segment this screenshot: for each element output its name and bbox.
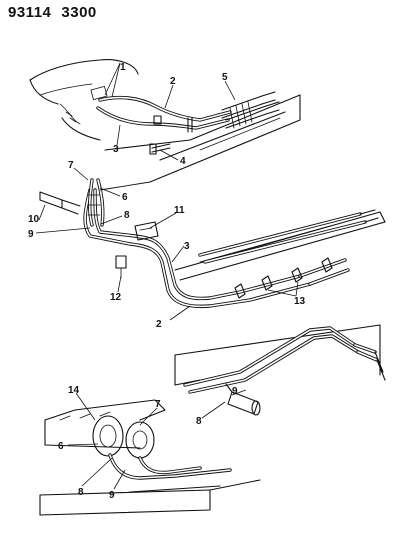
callout-5: 5	[222, 72, 228, 83]
callout-12: 12	[110, 292, 122, 303]
callout-14: 14	[68, 385, 80, 396]
engine-bay-floor-top	[104, 94, 301, 183]
clips-13	[234, 257, 333, 299]
callout-8-bottom: 8	[78, 487, 84, 498]
fuel-lines-top	[96, 95, 232, 133]
engine-block-bottom	[44, 399, 166, 449]
callout-8-lower: 8	[196, 416, 202, 427]
bolt-4	[149, 143, 171, 155]
callout-8-mid: 8	[124, 210, 130, 221]
callout-9-bottom: 9	[109, 490, 115, 501]
callout-13: 13	[294, 296, 306, 307]
engine-bay-floor-middle	[174, 211, 386, 281]
callout-1: 1	[120, 62, 126, 73]
bracket-11	[134, 221, 159, 241]
frame-rail-lower	[174, 324, 381, 386]
hoses-6-7	[87, 178, 105, 227]
fuel-pump-bottom	[92, 415, 155, 459]
callout-6-top: 6	[122, 192, 128, 203]
callout-9-mid: 9	[28, 229, 34, 240]
hoses-bottom	[108, 453, 232, 480]
frame-rail-bottom	[39, 479, 261, 516]
engine-block-top	[29, 59, 139, 141]
callout-2: 2	[170, 76, 176, 87]
callout-labels: 1 2 3 4 5 7 6 10 8 9 11 3 12 2 13 9 8 14…	[28, 62, 306, 501]
connector-10	[39, 191, 81, 215]
fuel-lines-middle	[83, 188, 379, 309]
callout-7-bottom: 7	[155, 399, 161, 410]
callout-4: 4	[180, 156, 186, 167]
hose-clamps-5	[221, 91, 280, 129]
bolt-12	[115, 255, 127, 279]
callout-2-mid: 2	[156, 319, 162, 330]
callout-10: 10	[28, 214, 40, 225]
callout-6-bottom: 6	[58, 441, 64, 452]
callout-3: 3	[113, 144, 119, 155]
fuel-filter-8	[225, 383, 261, 416]
callout-11: 11	[174, 205, 185, 216]
callout-leaders	[35, 62, 299, 490]
diagram-header: 93114 3300	[8, 4, 97, 21]
callout-9-lower: 9	[232, 386, 238, 397]
callout-7-top: 7	[68, 160, 74, 171]
fuel-lines-lower	[183, 326, 386, 394]
part-code-b: 3300	[61, 4, 97, 21]
callout-3-mid: 3	[184, 241, 190, 252]
part-code-a: 93114	[8, 4, 52, 21]
leader-dash-top	[99, 181, 151, 191]
